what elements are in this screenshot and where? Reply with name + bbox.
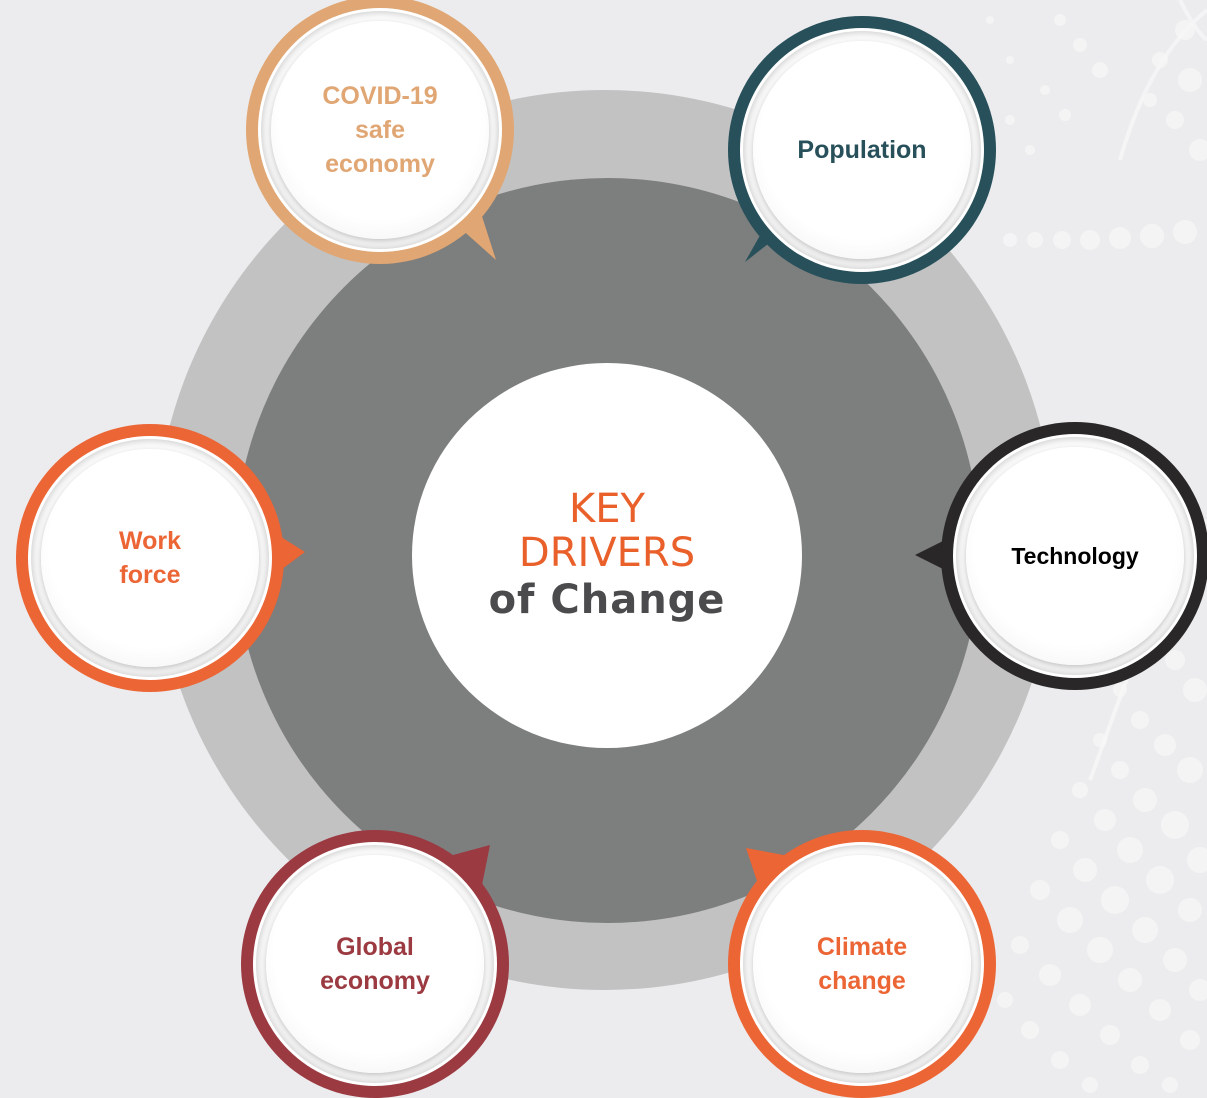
center-title-line-2: DRIVERS: [518, 529, 696, 576]
driver-label-line: COVID-19: [322, 82, 438, 110]
driver-node-technology: Technology: [941, 422, 1207, 690]
driver-node-global: Global economy: [241, 830, 509, 1098]
driver-label-line: Technology: [1011, 543, 1139, 569]
center-title-line-3: of Change: [488, 576, 726, 623]
driver-node-population: Population: [728, 16, 996, 284]
driver-label-line: Population: [797, 136, 927, 164]
driver-label-line: Work: [118, 527, 182, 555]
driver-label-line: change: [818, 967, 906, 995]
center-title-line-1: KEY: [569, 485, 645, 532]
driver-label-line: economy: [325, 150, 435, 178]
driver-node-covid: COVID-19 safe economy: [246, 0, 514, 264]
driver-node-climate: Climate change: [728, 830, 996, 1098]
driver-label-line: economy: [320, 967, 430, 995]
driver-node-workforce: Work force: [16, 424, 284, 692]
center-title-disc: KEY DRIVERS of Change: [412, 363, 802, 748]
driver-label-line: force: [119, 561, 181, 589]
driver-label-line: Global: [336, 933, 414, 961]
driver-label-line: safe: [354, 116, 406, 144]
driver-label-line: Climate: [816, 933, 908, 961]
